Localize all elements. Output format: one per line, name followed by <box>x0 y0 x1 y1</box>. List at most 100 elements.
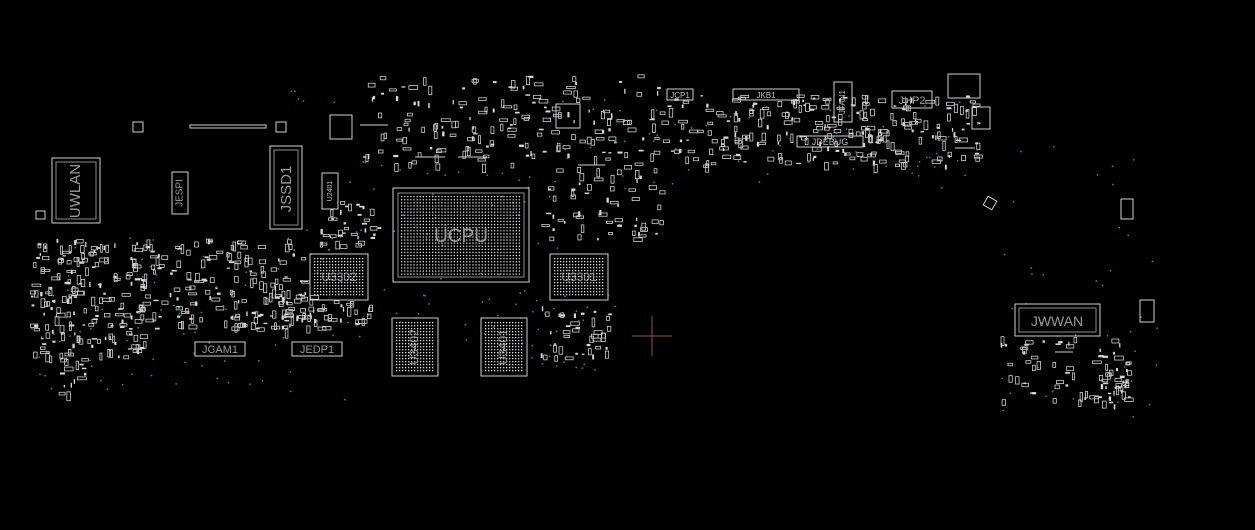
u3302-ball <box>362 267 364 269</box>
cpu-ball <box>435 273 437 275</box>
cpu-ball <box>506 199 508 201</box>
cpu-ball <box>410 199 412 201</box>
via <box>1111 165 1114 168</box>
cpu-ball <box>481 208 483 210</box>
cpu-ball <box>512 251 514 254</box>
cpu-ball <box>428 239 431 241</box>
cpu-ball <box>432 205 434 207</box>
smd-part <box>32 262 37 268</box>
via <box>321 258 324 260</box>
via <box>175 383 178 385</box>
component-ucpu[interactable]: UCPU <box>392 187 530 283</box>
via <box>1020 150 1023 153</box>
u3401-ball <box>518 355 520 357</box>
cpu-ball <box>441 211 443 213</box>
smd-part <box>543 354 548 361</box>
u3401-ball <box>503 331 505 333</box>
component-jdebug[interactable]: JDEBUG <box>796 135 864 148</box>
smd-part <box>396 138 403 142</box>
u3301-ball <box>596 276 598 278</box>
cpu-ball <box>463 236 465 238</box>
component-jwwan[interactable]: JWWAN <box>1014 303 1101 337</box>
u3302-ball <box>317 288 319 290</box>
cpu-ball <box>466 245 468 247</box>
component-u3401[interactable]: U3401 <box>480 317 528 377</box>
via <box>523 289 526 292</box>
u3402-ball <box>420 358 422 360</box>
via <box>355 231 358 233</box>
cpu-ball <box>484 233 486 235</box>
component-jssd1[interactable]: JSSD1 <box>269 145 303 230</box>
u3301-ball <box>554 282 556 284</box>
cpu-ball <box>490 239 493 241</box>
smd-pad <box>1023 351 1026 355</box>
cpu-ball <box>475 239 477 241</box>
u3401-ball <box>506 364 508 366</box>
component-jcam1[interactable]: JCAM1 <box>194 341 246 357</box>
component-u3301[interactable]: U3301 <box>549 253 609 301</box>
smd-pad <box>575 326 580 329</box>
u3301-ball <box>599 270 601 272</box>
component-jcp1[interactable]: JCP1 <box>666 88 694 101</box>
u3302-ball <box>347 294 349 296</box>
u3401-ball <box>509 355 511 357</box>
cpu-ball <box>497 214 499 216</box>
cpu-ball <box>518 227 521 229</box>
cpu-ball <box>481 264 483 266</box>
cpu-ball <box>463 239 465 241</box>
smd-pad <box>745 135 748 141</box>
cpu-ball <box>487 236 490 238</box>
cpu-ball <box>447 258 449 260</box>
component-jedp1[interactable]: JEDP1 <box>291 341 343 357</box>
cpu-ball <box>441 227 443 229</box>
smd-pad <box>84 372 87 376</box>
component-jfan1[interactable]: JFAN1 <box>833 81 853 123</box>
smd-pad <box>331 217 334 221</box>
cpu-ball <box>494 227 496 229</box>
cpu-ball <box>401 251 403 254</box>
cpu-ball <box>422 220 424 223</box>
smd-part <box>862 118 869 122</box>
cpu-ball <box>509 220 511 223</box>
smd-part <box>369 208 375 216</box>
cpu-ball <box>487 239 490 241</box>
u3401-ball <box>506 322 508 324</box>
smd-part <box>873 163 878 174</box>
smd-part <box>63 366 74 372</box>
component-jespi[interactable]: JESPI <box>171 171 189 215</box>
cpu-ball <box>407 261 409 263</box>
component-u3402[interactable]: U3402 <box>391 317 439 377</box>
component-jkb1[interactable]: JKB1 <box>732 88 800 101</box>
component-u2401[interactable]: U2401 <box>321 172 339 210</box>
cpu-ball <box>472 217 474 219</box>
cpu-ball <box>506 196 508 198</box>
u3401-ball <box>491 361 493 363</box>
smd-part <box>705 163 709 173</box>
smd-pad <box>201 278 207 280</box>
smd-part <box>604 350 610 359</box>
cpu-ball <box>518 267 521 269</box>
component-jhp2[interactable]: JHP2 <box>891 90 933 109</box>
cpu-ball <box>518 270 521 272</box>
via <box>758 181 761 183</box>
component-u3302[interactable]: U3302 <box>309 253 369 301</box>
smd-part <box>862 101 867 110</box>
cpu-ball <box>441 214 443 216</box>
cpu-ball <box>481 227 483 229</box>
cpu-ball <box>475 273 477 275</box>
cpu-ball <box>503 267 505 269</box>
via <box>216 377 219 380</box>
smd-pad <box>178 305 180 309</box>
cpu-ball <box>428 220 431 223</box>
smd-part <box>1111 338 1120 344</box>
cpu-ball <box>466 258 468 260</box>
u3301-ball <box>596 291 598 293</box>
cpu-ball <box>416 261 418 263</box>
smd-part <box>1054 384 1060 390</box>
cpu-ball <box>494 264 496 266</box>
component-uwlan[interactable]: UWLAN <box>51 157 101 224</box>
smd-pad <box>34 324 38 328</box>
u3402-ball <box>402 349 404 351</box>
u3402-ball <box>417 349 419 351</box>
